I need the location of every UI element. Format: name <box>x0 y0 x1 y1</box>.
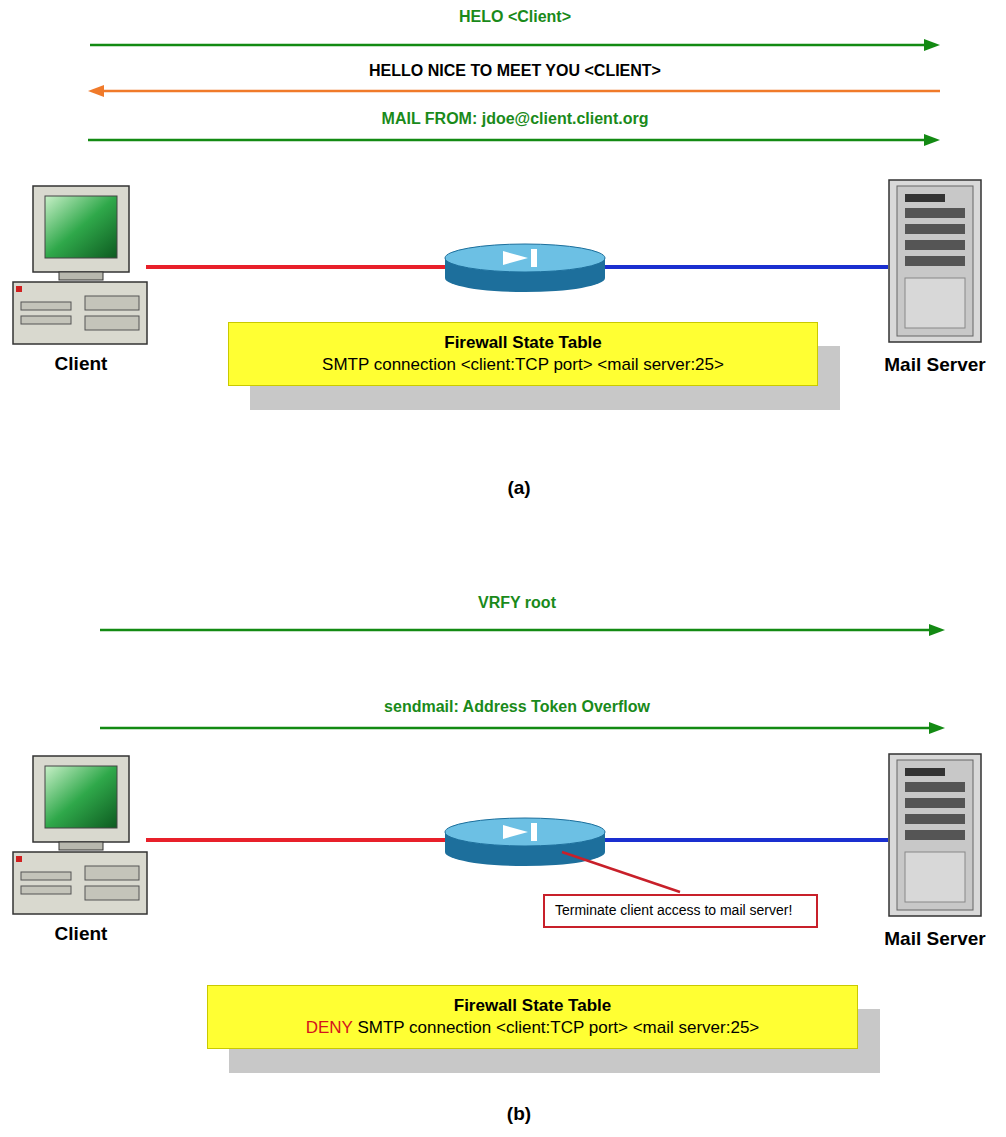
mail-server-node: Mail Server <box>868 752 1002 950</box>
callout-text: Terminate client access to mail server! <box>555 902 806 920</box>
client-computer-icon <box>11 754 151 919</box>
client-computer-icon <box>11 184 151 349</box>
device-label: Client <box>10 923 152 945</box>
mail-server-icon <box>885 178 985 346</box>
device-label: Mail Server <box>868 928 1002 950</box>
panel-label: (a) <box>507 477 530 499</box>
mail-server-node: Mail Server <box>868 178 1002 376</box>
message-label: VRFY root <box>478 594 556 612</box>
device-label: Mail Server <box>868 354 1002 376</box>
message-label: HELO <Client> <box>459 8 571 26</box>
message-label: HELLO NICE TO MEET YOU <CLIENT> <box>369 62 661 80</box>
device-label: Client <box>10 353 152 375</box>
table-entry: SMTP connection <client:TCP port> <mail … <box>322 355 724 374</box>
message-label: sendmail: Address Token Overflow <box>384 698 650 716</box>
message-label: MAIL FROM: jdoe@client.client.org <box>382 110 649 128</box>
mail-server-icon <box>885 752 985 920</box>
table-entry: SMTP connection <client:TCP port> <mail … <box>357 1018 759 1037</box>
table-entry: DENY <box>306 1018 353 1037</box>
leader-line <box>562 852 680 892</box>
state-table: Firewall State TableDENY SMTP connection… <box>207 985 858 1049</box>
panel-label: (b) <box>507 1103 531 1125</box>
state-table: Firewall State TableSMTP connection <cli… <box>228 322 818 386</box>
callout-box: Terminate client access to mail server! <box>543 894 818 928</box>
message-arrow <box>100 722 945 734</box>
table-heading: Firewall State Table <box>241 333 805 353</box>
message-arrow <box>90 39 940 51</box>
message-arrow <box>100 624 945 636</box>
client-node: Client <box>10 184 152 375</box>
client-node: Client <box>10 754 152 945</box>
message-arrow <box>88 85 940 97</box>
message-arrow <box>88 134 940 146</box>
firewall-icon <box>445 244 605 292</box>
table-heading: Firewall State Table <box>220 996 845 1016</box>
